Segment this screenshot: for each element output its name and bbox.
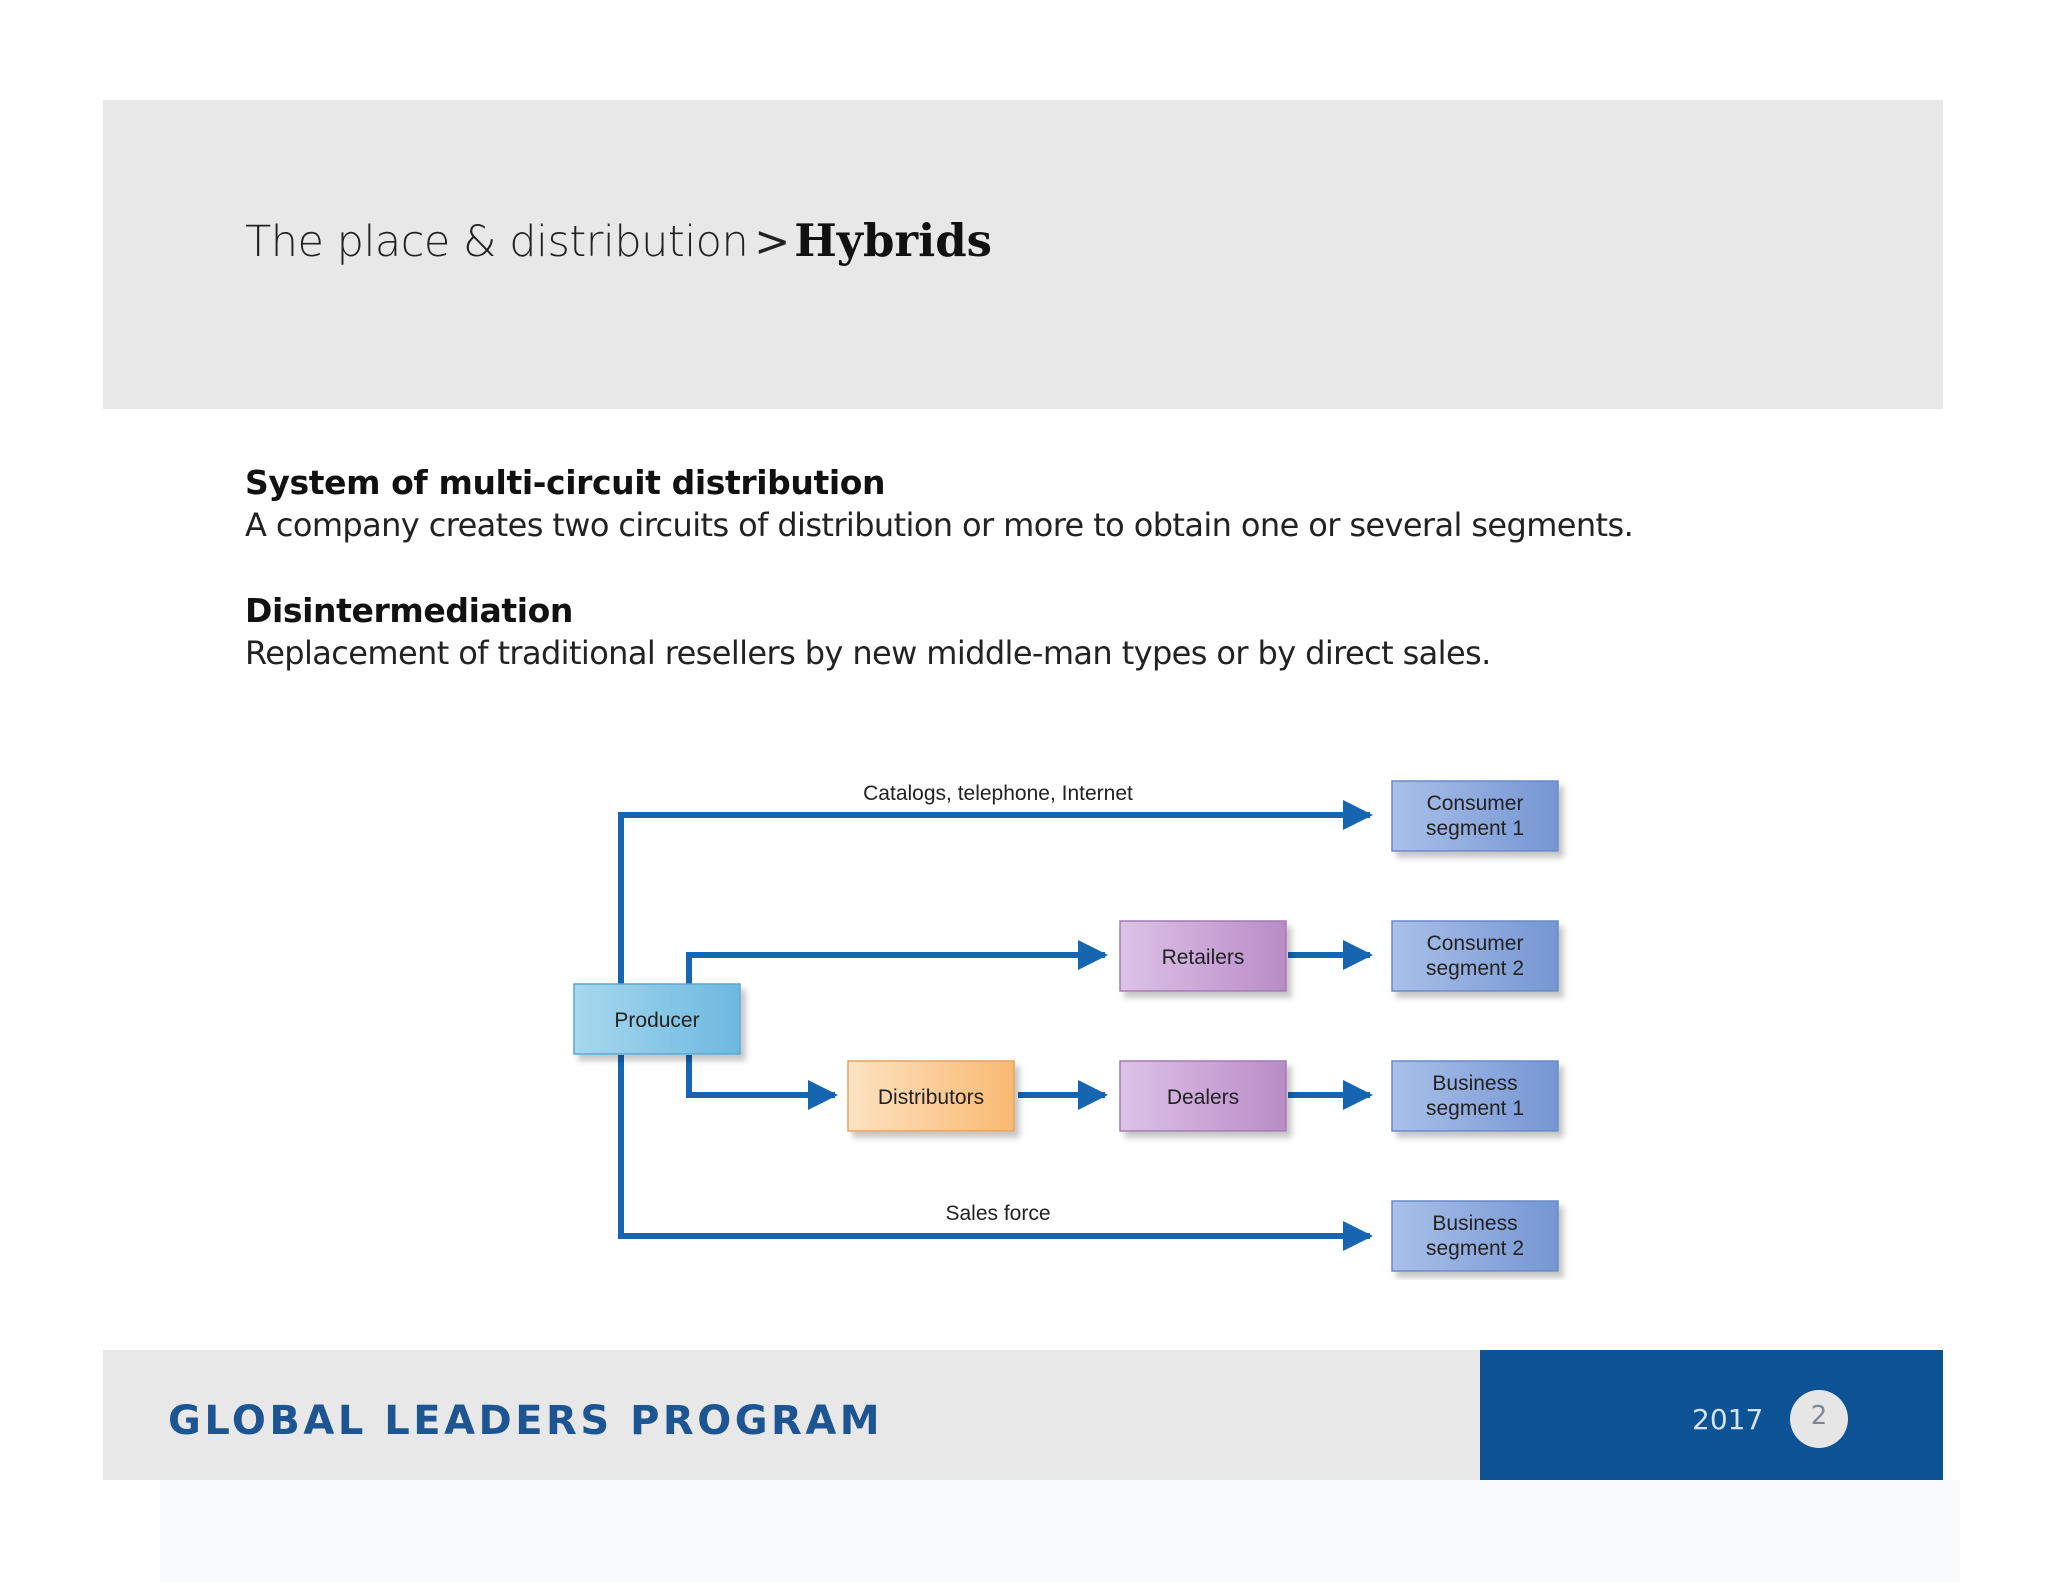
title-highlight: Hybrids xyxy=(794,214,993,267)
node-business-segment-2-line1: Business xyxy=(1432,1212,1517,1235)
node-consumer-segment-2: Consumer segment 2 xyxy=(1391,920,1559,992)
node-producer: Producer xyxy=(573,983,741,1055)
title-separator: > xyxy=(754,217,791,267)
node-producer-label: Producer xyxy=(614,1009,699,1032)
definition-description-disintermediation: Replacement of traditional resellers by … xyxy=(245,634,1491,672)
definition-term-disintermediation: Disintermediation xyxy=(245,591,574,630)
distribution-diagram: Catalogs, telephone, Internet Sales forc… xyxy=(573,780,1559,1272)
node-dealers: Dealers xyxy=(1119,1060,1287,1132)
page-number: 2 xyxy=(1790,1390,1848,1448)
edge-direct-bottom xyxy=(618,1055,1373,1251)
node-distributors-label: Distributors xyxy=(878,1086,984,1109)
edge-direct-top xyxy=(618,800,1373,984)
definition-term-multi-circuit: System of multi-circuit distribution xyxy=(245,463,886,502)
program-name: GLOBAL LEADERS PROGRAM xyxy=(168,1398,884,1444)
edge-label-direct-bottom: Sales force xyxy=(945,1202,1050,1225)
definition-description-multi-circuit: A company creates two circuits of distri… xyxy=(245,506,1634,544)
footer-year: 2017 xyxy=(1692,1403,1764,1436)
node-retailers: Retailers xyxy=(1119,920,1287,992)
title-main: The place & distribution xyxy=(245,217,749,267)
edge-producer-retailers xyxy=(686,940,1108,984)
edge-producer-distributors xyxy=(686,1055,838,1110)
node-consumer-segment-2-line1: Consumer xyxy=(1427,932,1524,955)
node-business-segment-2: Business segment 2 xyxy=(1391,1200,1559,1272)
edge-label-direct-top: Catalogs, telephone, Internet xyxy=(863,782,1133,805)
node-consumer-segment-1-line1: Consumer xyxy=(1427,792,1524,815)
node-consumer-segment-1-line2: segment 1 xyxy=(1426,817,1524,840)
node-retailers-label: Retailers xyxy=(1162,946,1245,969)
definitions: System of multi-circuit distribution A c… xyxy=(245,462,1745,674)
footer-band xyxy=(103,1350,1480,1480)
page-title: The place & distribution > Hybrids xyxy=(245,214,992,278)
node-consumer-segment-2-line2: segment 2 xyxy=(1426,957,1524,980)
node-business-segment-1: Business segment 1 xyxy=(1391,1060,1559,1132)
bottom-shade xyxy=(160,1480,1960,1582)
node-consumer-segment-1: Consumer segment 1 xyxy=(1391,780,1559,852)
node-business-segment-1-line1: Business xyxy=(1432,1072,1517,1095)
node-business-segment-2-line2: segment 2 xyxy=(1426,1237,1524,1260)
node-business-segment-1-line2: segment 1 xyxy=(1426,1097,1524,1120)
header-band xyxy=(103,100,1943,409)
node-distributors: Distributors xyxy=(847,1060,1015,1132)
node-dealers-label: Dealers xyxy=(1167,1086,1239,1109)
footer-accent xyxy=(1480,1350,1943,1480)
